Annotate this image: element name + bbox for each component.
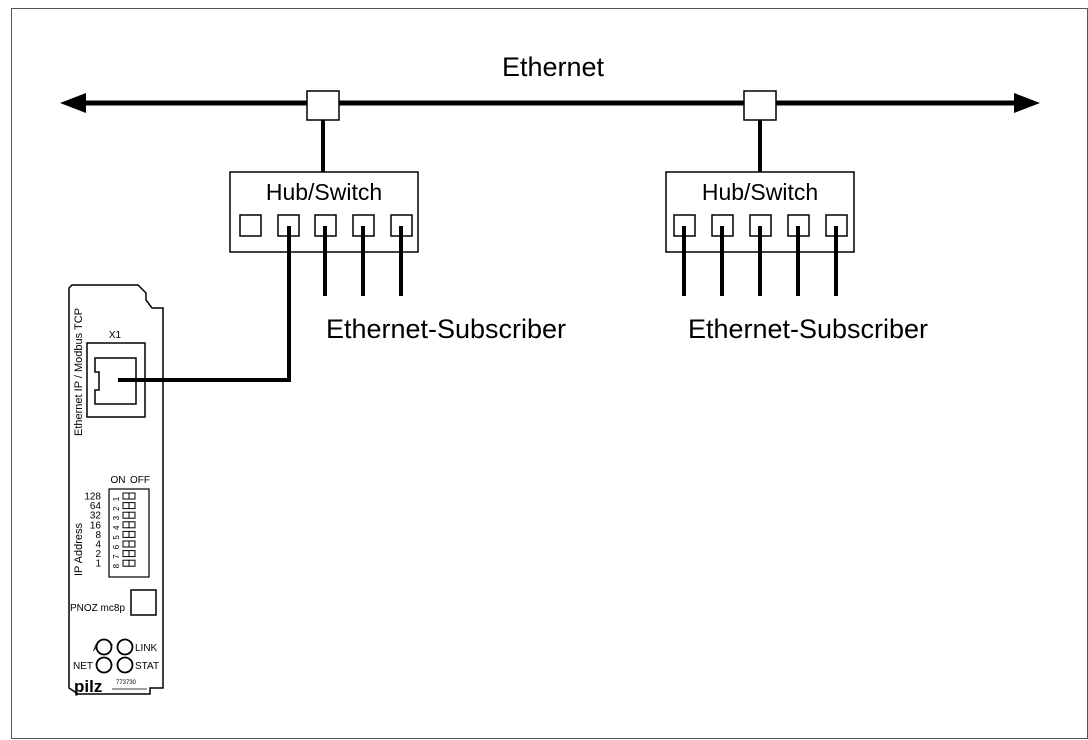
dip-switch-number: 7 (112, 554, 121, 559)
led-stat (116, 656, 134, 674)
device-uplink-cable (118, 226, 291, 382)
part-number: 773730 (116, 680, 137, 686)
led-link-label: LINK (135, 643, 158, 654)
switch-port-1 (239, 214, 262, 237)
port-label: X1 (109, 330, 122, 341)
dip-value-label: 8 (95, 530, 101, 541)
led-stat-label: STAT (135, 661, 159, 672)
dip-on-label: ON (111, 475, 126, 486)
led-net-label: NET (73, 661, 93, 672)
dip-switch-number: 5 (112, 535, 121, 540)
dip-value-label: 1 (95, 559, 101, 570)
dip-value-label: 64 (90, 501, 102, 512)
ip-address-label: IP Address (73, 523, 85, 576)
bus-tap-left (306, 90, 340, 121)
switch-label-left: Hub/Switch (266, 179, 382, 205)
subscriber-label-left: Ethernet-Subscriber (326, 314, 566, 344)
led-net (95, 656, 113, 674)
hub-switch-right: Hub/Switch Ethernet-Subscriber (665, 90, 928, 344)
subscriber-label-right: Ethernet-Subscriber (688, 314, 928, 344)
bus-arrow-left (60, 93, 86, 113)
dip-value-label: 128 (84, 492, 101, 503)
dip-switch-number: 6 (112, 544, 121, 549)
dip-switch-number: 3 (112, 515, 121, 520)
diagram-frame (11, 8, 1088, 739)
dip-value-label: 4 (95, 540, 101, 551)
led-act (95, 638, 113, 656)
hub-switch-left: Hub/Switch Ethernet-Subscriber (229, 90, 566, 344)
switch-label-right: Hub/Switch (702, 179, 818, 205)
bus-tap-right (743, 90, 777, 121)
dip-value-label: 16 (90, 520, 102, 531)
protocol-side-label: Ethernet IP / Modbus TCP (73, 308, 85, 436)
ethernet-bus: Ethernet (60, 52, 1040, 113)
model-button (130, 589, 157, 616)
led-link (116, 638, 134, 656)
dip-off-label: OFF (130, 475, 150, 486)
dip-switch-number: 1 (112, 496, 121, 501)
port-jack (94, 357, 137, 405)
dip-switch-number: 2 (112, 506, 121, 511)
model-label: PNOZ mc8p (70, 603, 125, 614)
bus-arrow-right (1014, 93, 1040, 113)
dip-value-label: 2 (95, 549, 101, 560)
dip-switch-number: 4 (112, 525, 121, 530)
dip-value-label: 32 (90, 511, 102, 522)
device-module: Ethernet IP / Modbus TCP X1 ON OFF IP Ad… (68, 284, 164, 696)
dip-switch-number: 8 (112, 563, 121, 568)
dip-switch-rows: 1 2 3 4 5 6 7 8 (112, 492, 136, 568)
bus-label: Ethernet (502, 52, 605, 82)
brand-logo: pilz (74, 677, 102, 696)
